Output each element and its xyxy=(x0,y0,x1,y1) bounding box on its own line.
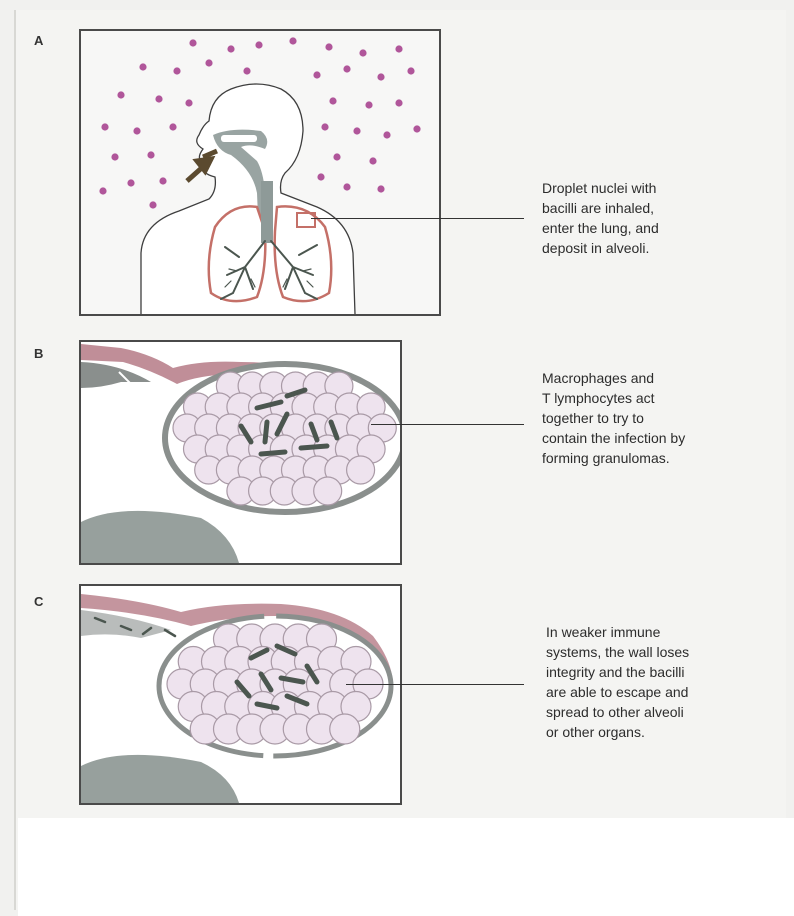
droplet xyxy=(395,99,402,106)
droplet xyxy=(317,173,324,180)
panel-c-letter: C xyxy=(34,594,43,609)
droplet xyxy=(395,45,402,52)
panel-a-caption: Droplet nuclei with bacilli are inhaled,… xyxy=(542,178,659,258)
droplet xyxy=(383,131,390,138)
droplet xyxy=(133,127,140,134)
droplet xyxy=(289,37,296,44)
droplet xyxy=(227,45,234,52)
bacillus xyxy=(261,452,285,454)
droplet xyxy=(343,183,350,190)
droplet xyxy=(321,123,328,130)
droplet xyxy=(117,91,124,98)
blank-footer-area xyxy=(18,818,794,916)
droplet xyxy=(205,59,212,66)
droplet xyxy=(173,67,180,74)
droplet xyxy=(147,151,154,158)
panel-c-caption: In weaker immune systems, the wall loses… xyxy=(546,622,689,742)
bacillus xyxy=(301,446,327,448)
panel-b-illustration xyxy=(79,340,402,565)
droplet xyxy=(139,63,146,70)
panel-a-leader-line xyxy=(311,218,524,219)
panel-b-letter: B xyxy=(34,346,43,361)
droplet xyxy=(159,177,166,184)
droplet xyxy=(255,41,262,48)
droplet xyxy=(325,43,332,50)
bacillus xyxy=(265,422,267,442)
droplet xyxy=(155,95,162,102)
droplet xyxy=(127,179,134,186)
droplet xyxy=(243,67,250,74)
droplet xyxy=(369,157,376,164)
droplet xyxy=(149,201,156,208)
panel-b-caption: Macrophages and T lymphocytes act togeth… xyxy=(542,368,685,468)
droplet xyxy=(407,67,414,74)
droplet xyxy=(353,127,360,134)
panel-a-illustration xyxy=(79,29,441,316)
panel-c-leader-line xyxy=(346,684,524,685)
droplet xyxy=(377,73,384,80)
macrophage xyxy=(330,714,360,744)
panel-a-letter: A xyxy=(34,33,43,48)
droplet xyxy=(377,185,384,192)
droplet xyxy=(189,39,196,46)
droplet xyxy=(365,101,372,108)
droplet xyxy=(333,153,340,160)
droplet xyxy=(313,71,320,78)
droplet xyxy=(343,65,350,72)
droplet xyxy=(185,99,192,106)
droplet xyxy=(111,153,118,160)
droplet xyxy=(359,49,366,56)
panel-c-illustration xyxy=(79,584,402,805)
droplet xyxy=(99,187,106,194)
droplet xyxy=(101,123,108,130)
droplet xyxy=(169,123,176,130)
droplet xyxy=(413,125,420,132)
droplet xyxy=(329,97,336,104)
panel-b-leader-line xyxy=(371,424,524,425)
macrophage xyxy=(347,456,375,484)
macrophage xyxy=(314,477,342,505)
